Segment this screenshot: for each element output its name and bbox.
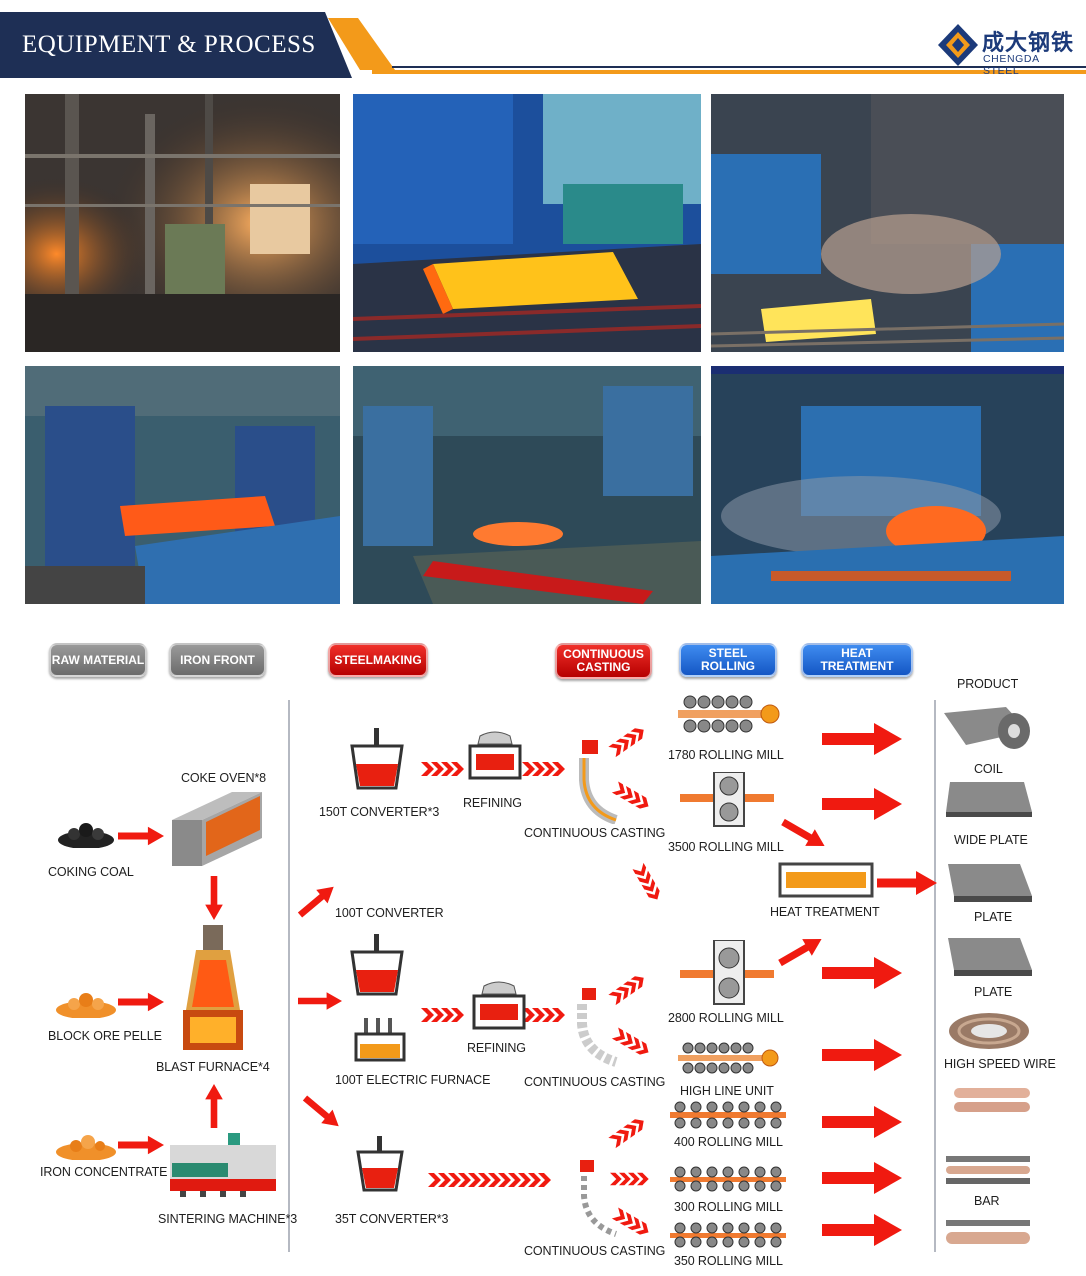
- banner-background: [0, 12, 1086, 78]
- rolling-line-photo: [353, 366, 701, 604]
- mill-350-icon: [670, 1222, 786, 1248]
- label-plate-1: PLATE: [974, 910, 1013, 924]
- coil-product-icon: [944, 707, 1030, 749]
- stage-steelmaking: STEELMAKING: [328, 643, 428, 677]
- label-mill-2800: 2800 ROLLING MILL: [668, 1011, 784, 1025]
- label-wide-plate: WIDE PLATE: [954, 833, 1028, 847]
- label-plate-2: PLATE: [974, 985, 1013, 999]
- label-converter-150t: 150T CONVERTER*3: [319, 805, 440, 819]
- stage-raw-material: RAW MATERIAL: [49, 643, 147, 677]
- hot-strip-steam-photo: [711, 366, 1064, 604]
- arrow-concentrate-to-sinter: [118, 1135, 164, 1155]
- roughing-mill-photo: [25, 366, 340, 604]
- blast-furnace-photo: [25, 94, 340, 352]
- coke-oven-icon: [172, 792, 262, 866]
- stage-heat-treatment: HEAT TREATMENT: [801, 643, 913, 677]
- logo-english-text: CHENGDA STEEL: [983, 53, 1040, 77]
- mill-2800-icon: [680, 940, 774, 1005]
- label-mill-1780: 1780 ROLLING MILL: [668, 748, 784, 762]
- label-high-speed-wire: HIGH SPEED WIRE: [944, 1057, 1056, 1071]
- header-banner: EQUIPMENT & PROCESS 成大钢铁 CHENGDA STEEL: [0, 0, 1086, 86]
- label-blast-furnace: BLAST FURNACE*4: [156, 1060, 270, 1074]
- mill-1780-icon: [678, 695, 780, 733]
- sintering-machine-icon: [170, 1133, 276, 1197]
- label-refining-2: REFINING: [467, 1041, 526, 1055]
- label-product-heading: PRODUCT: [957, 677, 1019, 691]
- hot-slab-transfer-photo: [353, 94, 701, 352]
- arrow-furnace-to-converters: [298, 992, 342, 1010]
- converter-100t-icon: [350, 934, 404, 996]
- arrow-coke-to-furnace: [205, 876, 223, 920]
- label-mill-400: 400 ROLLING MILL: [674, 1135, 783, 1149]
- label-converter-100t: 100T CONVERTER: [335, 906, 444, 920]
- electric-furnace-icon: [354, 1018, 406, 1062]
- divider-products: [934, 700, 936, 1252]
- arrow-ore-to-furnace: [118, 992, 164, 1012]
- blast-furnace-icon: [183, 925, 243, 1050]
- label-refining-1: REFINING: [463, 796, 522, 810]
- label-coke-oven: COKE OVEN*8: [181, 771, 267, 785]
- bar-product-1-icon: [954, 1088, 1030, 1112]
- mill-400-icon: [670, 1101, 786, 1129]
- arrow-coal-to-coke: [118, 826, 164, 846]
- label-continuous-casting-1: CONTINUOUS CASTING: [524, 826, 666, 840]
- arrow-furnace-to-35t: [299, 1091, 345, 1134]
- logo-diamond-icon: [938, 24, 978, 66]
- converter-35t-icon: [356, 1136, 404, 1192]
- stage-continuous-casting: CONTINUOUS CASTING: [555, 643, 652, 679]
- heat-treatment-furnace-icon: [778, 862, 874, 898]
- label-continuous-casting-3: CONTINUOUS CASTING: [524, 1244, 666, 1258]
- label-coking-coal: COKING COAL: [48, 865, 134, 879]
- refining-2-icon: [472, 981, 526, 1030]
- refining-1-icon: [468, 731, 522, 780]
- plate-product-2-icon: [948, 938, 1032, 976]
- label-high-line-unit: HIGH LINE UNIT: [680, 1084, 774, 1098]
- bar-product-3-icon: [946, 1220, 1030, 1244]
- arrow-furnace-to-100t: [294, 879, 340, 922]
- label-continuous-casting-2: CONTINUOUS CASTING: [524, 1075, 666, 1089]
- divider-iron-steel: [288, 700, 290, 1252]
- stage-steel-rolling: STEEL ROLLING: [679, 643, 777, 677]
- plate-product-1-icon: [948, 864, 1032, 902]
- plate-quenching-photo: [711, 94, 1064, 352]
- stage-iron-front: IRON FRONT: [169, 643, 266, 677]
- label-converter-35t: 35T CONVERTER*3: [335, 1212, 449, 1226]
- high-line-unit-icon: [678, 1042, 779, 1074]
- continuous-casting-3-icon: [580, 1160, 618, 1237]
- continuous-casting-2-icon: [577, 988, 618, 1067]
- label-iron-concentrate: IRON CONCENTRATE: [40, 1165, 168, 1179]
- label-bar: BAR: [974, 1194, 1000, 1208]
- bar-product-2-icon: [946, 1156, 1030, 1184]
- block-ore-icon: [56, 993, 116, 1018]
- page-title: EQUIPMENT & PROCESS: [22, 31, 316, 58]
- label-sintering-machine: SINTERING MACHINE*3: [158, 1212, 298, 1226]
- converter-150t-icon: [350, 728, 404, 790]
- high-speed-wire-product-icon: [949, 1013, 1029, 1049]
- label-mill-350: 350 ROLLING MILL: [674, 1254, 783, 1268]
- mill-300-icon: [670, 1166, 786, 1192]
- company-logo: 成大钢铁 CHENGDA STEEL: [938, 22, 1078, 77]
- label-coil: COIL: [974, 762, 1003, 776]
- label-block-ore: BLOCK ORE PELLE: [48, 1029, 162, 1043]
- label-heat-treatment: HEAT TREATMENT: [770, 905, 880, 919]
- wide-plate-product-icon: [946, 782, 1032, 817]
- iron-concentrate-icon: [56, 1135, 116, 1160]
- arrow-sinter-to-furnace: [205, 1084, 223, 1128]
- continuous-casting-1-icon: [579, 740, 618, 824]
- logo-chinese-text: 成大钢铁: [982, 30, 1075, 55]
- coking-coal-icon: [58, 823, 114, 848]
- label-electric-furnace-100t: 100T ELECTRIC FURNACE: [335, 1073, 491, 1087]
- label-mill-300: 300 ROLLING MILL: [674, 1200, 783, 1214]
- label-mill-3500: 3500 ROLLING MILL: [668, 840, 784, 854]
- mill-3500-icon: [680, 772, 774, 827]
